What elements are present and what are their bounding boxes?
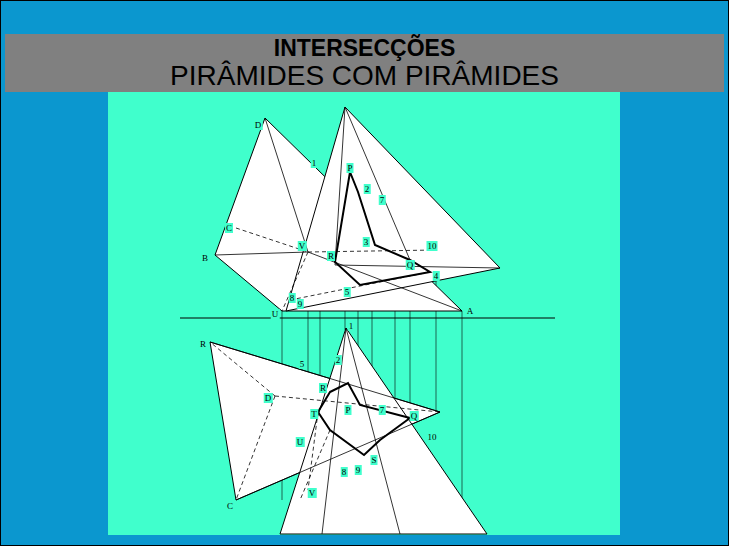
- lower-hidden-edges: [210, 342, 440, 500]
- upper-hidden-edges: [236, 228, 436, 311]
- point-label: T: [310, 409, 318, 419]
- point-label: B: [201, 253, 209, 263]
- point-label: S: [370, 455, 377, 465]
- point-label: V: [298, 241, 307, 251]
- ground-line: [180, 318, 555, 319]
- point-label: 8: [341, 467, 348, 477]
- point-label: V: [308, 488, 317, 498]
- point-label: P: [346, 163, 353, 173]
- upper-edges: [215, 107, 500, 311]
- point-label: D: [254, 120, 263, 130]
- pyramid-b-top-view: [286, 107, 500, 311]
- point-label: 10: [427, 432, 438, 442]
- point-label: 10: [427, 241, 438, 251]
- point-label: Q: [406, 260, 415, 270]
- point-label: 2: [364, 184, 371, 194]
- point-label: 9: [355, 465, 362, 475]
- slide-title: INTERSECÇÕES: [9, 35, 720, 61]
- point-label: C: [225, 223, 233, 233]
- point-label: C: [226, 501, 234, 511]
- lower-edges: [210, 328, 440, 534]
- intersection-top-view: [335, 172, 430, 285]
- point-label: 4: [433, 271, 440, 281]
- title-band: INTERSECÇÕESPIRÂMIDES COM PIRÂMIDES: [5, 34, 724, 92]
- point-label: U: [296, 437, 305, 447]
- point-label: R: [327, 251, 335, 261]
- point-label: 8: [289, 293, 296, 303]
- point-label: 7: [379, 195, 386, 205]
- point-label: R: [319, 383, 327, 393]
- point-label: P: [344, 405, 351, 415]
- point-label: D: [264, 393, 273, 403]
- point-label: 9: [297, 299, 304, 309]
- point-label: 5: [299, 359, 306, 369]
- point-label: 1: [348, 321, 355, 331]
- point-label: R: [199, 339, 207, 349]
- drawing-panel: [108, 92, 620, 535]
- pyramid-b-front-view: [280, 328, 487, 534]
- point-label: 5: [344, 287, 351, 297]
- intersection-front-view: [318, 383, 410, 455]
- point-label: U: [271, 309, 280, 319]
- point-label: 2: [335, 355, 342, 365]
- point-label: 3: [363, 237, 370, 247]
- slide-subtitle: PIRÂMIDES COM PIRÂMIDES: [9, 61, 720, 91]
- point-label: 7: [379, 405, 386, 415]
- point-label: A: [466, 306, 475, 316]
- point-label: 1: [311, 158, 318, 168]
- point-label: Q: [410, 411, 419, 421]
